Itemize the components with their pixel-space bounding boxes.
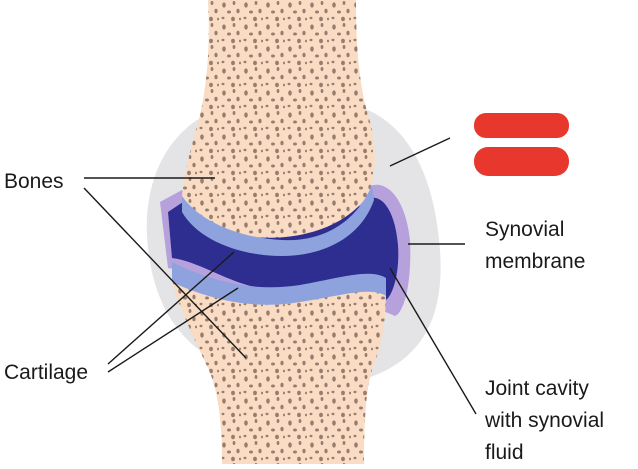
leader-line-bones-lower [83,187,247,359]
upper-bone-texture [182,0,375,238]
cartilage-label: Cartilage [4,357,88,389]
marker-bar-top [474,113,569,138]
joint-cavity-label-line-1: Joint cavity [485,377,589,400]
synovial-membrane-label-line-2: membrane [485,250,586,273]
joint-cavity-label-line-2: with synovial [485,409,605,432]
upper-cartilage [182,185,374,256]
synovial-membrane-label: Synovial membrane [485,214,585,278]
synovial-membrane-label-line-1: Synovial [485,218,565,241]
cartilage-label-text: Cartilage [4,361,89,384]
leader-line-cartilage-lower [107,287,239,373]
leader-line-capsule [389,137,451,167]
bones-label: Bones [4,166,64,198]
leader-line-cartilage-upper [107,251,235,365]
lower-cartilage [172,262,386,305]
bones-label-text: Bones [4,170,64,193]
lower-bone-texture [172,282,386,464]
joint-cavity-label-line-3: fluid [485,441,524,464]
joint-cavity-label: Joint cavity with synovial fluid [485,373,604,469]
marker-bar-bottom [474,147,569,176]
leader-line-joint-cavity [389,267,477,415]
